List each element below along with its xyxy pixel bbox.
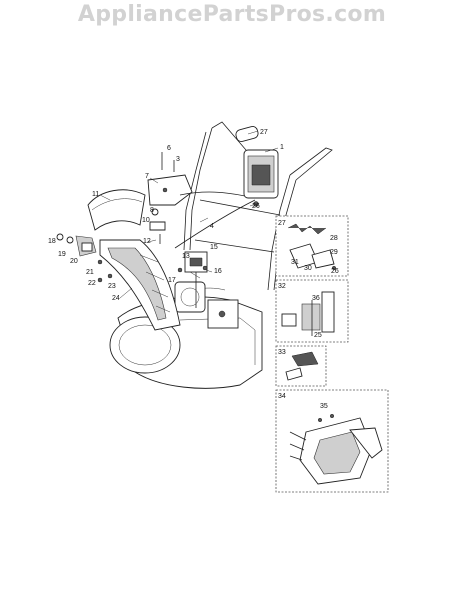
- callout-30: 30: [304, 265, 312, 272]
- callout-10: 10: [142, 217, 150, 224]
- callout-12: 12: [143, 238, 151, 245]
- callout-29: 29: [330, 249, 338, 256]
- callout-26-inset: 26: [331, 268, 339, 275]
- callout-23: 23: [108, 283, 116, 290]
- callout-24: 24: [112, 295, 120, 302]
- callout-18: 18: [48, 238, 56, 245]
- callout-28: 28: [330, 235, 338, 242]
- callout-17: 17: [168, 277, 176, 284]
- callout-6: 6: [167, 145, 171, 152]
- left-hardware: [56, 233, 113, 283]
- callout-31: 31: [291, 259, 299, 266]
- chute-control-cable: [174, 199, 256, 249]
- callout-16: 16: [214, 268, 222, 275]
- fasteners-upper: [149, 152, 208, 273]
- callout-3: 3: [176, 156, 180, 163]
- callout-27-inset: 27: [278, 220, 286, 227]
- callout-8: 8: [150, 207, 154, 214]
- callout-20: 20: [70, 258, 78, 265]
- callout-35: 35: [320, 403, 328, 410]
- callout-34: 34: [278, 393, 286, 400]
- inset-33: [275, 345, 327, 387]
- callout-4: 4: [210, 223, 214, 230]
- site-watermark: AppliancePartsPros.com: [77, 2, 387, 27]
- callout-15: 15: [210, 244, 218, 251]
- callout-32: 32: [278, 283, 286, 290]
- callout-1: 1: [280, 144, 284, 151]
- callout-33: 33: [278, 349, 286, 356]
- chute-cover: [147, 174, 193, 206]
- inset-34: [275, 389, 389, 493]
- callout-22: 22: [88, 280, 96, 287]
- chute-deflector: [87, 189, 146, 231]
- callout-25: 25: [314, 332, 322, 339]
- callout-26: 26: [252, 203, 260, 210]
- callout-36: 36: [312, 295, 320, 302]
- leader-lines: [99, 130, 279, 299]
- callout-11: 11: [92, 191, 99, 198]
- discharge-chute: [99, 239, 181, 331]
- callout-27: 27: [260, 129, 268, 136]
- chute-pivot-bracket: [184, 251, 208, 308]
- inset-27: [275, 215, 349, 277]
- chute-control-head: [235, 126, 279, 207]
- auger-housing: [109, 281, 263, 389]
- callout-7: 7: [145, 173, 149, 180]
- upper-cable: [179, 191, 246, 197]
- inset-32: [275, 279, 349, 343]
- callout-13: 13: [182, 253, 190, 260]
- callout-21: 21: [86, 269, 94, 276]
- callout-19: 19: [58, 251, 66, 258]
